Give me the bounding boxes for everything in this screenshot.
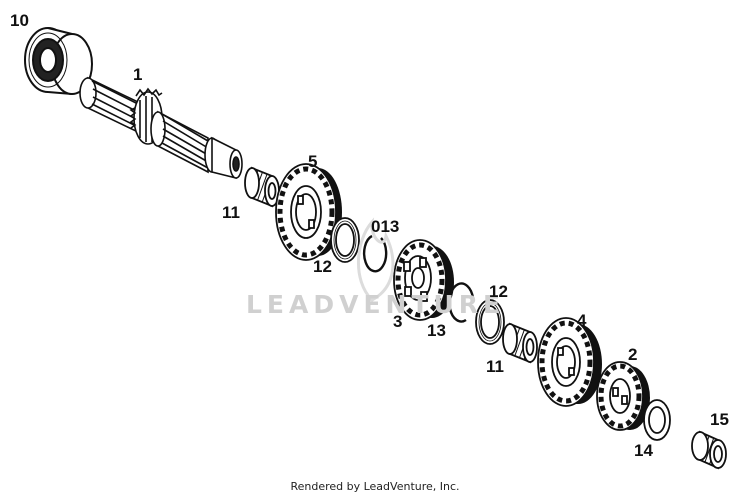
gear-2 xyxy=(596,361,650,431)
washer-14 xyxy=(643,399,671,441)
callout-013: 013 xyxy=(371,217,400,236)
callout-2: 2 xyxy=(628,345,638,364)
gear-3 xyxy=(393,239,454,321)
callout-13: 13 xyxy=(427,321,446,340)
needle-bearing-11-upper xyxy=(244,166,280,208)
needle-bearing-15 xyxy=(691,430,727,470)
callout-14: 14 xyxy=(634,441,653,460)
circlip-013 xyxy=(362,234,388,273)
main-shaft-1 xyxy=(79,76,243,180)
callout-5: 5 xyxy=(308,152,318,171)
callout-12-upper: 12 xyxy=(313,257,332,276)
gear-5 xyxy=(275,163,342,261)
callout-1: 1 xyxy=(133,65,143,84)
callout-11-lower: 11 xyxy=(486,357,504,376)
callout-15: 15 xyxy=(710,410,729,429)
flame-logo-watermark xyxy=(357,217,395,302)
callout-4: 4 xyxy=(577,311,587,330)
watermark-text: LEADVENTURE xyxy=(246,290,506,319)
gear-4 xyxy=(537,317,602,407)
needle-bearing-11-lower xyxy=(502,322,538,364)
callout-3: 3 xyxy=(393,312,403,331)
circlip-13 xyxy=(448,282,475,323)
callout-11-upper: 11 xyxy=(222,203,240,222)
callout-10: 10 xyxy=(10,11,29,30)
thrust-washer-12-lower xyxy=(475,299,505,345)
render-credit: Rendered by LeadVenture, Inc. xyxy=(290,480,460,493)
ball-bearing-10 xyxy=(24,27,93,96)
callout-12-lower: 12 xyxy=(489,282,508,301)
thrust-washer-12-upper xyxy=(330,217,360,263)
